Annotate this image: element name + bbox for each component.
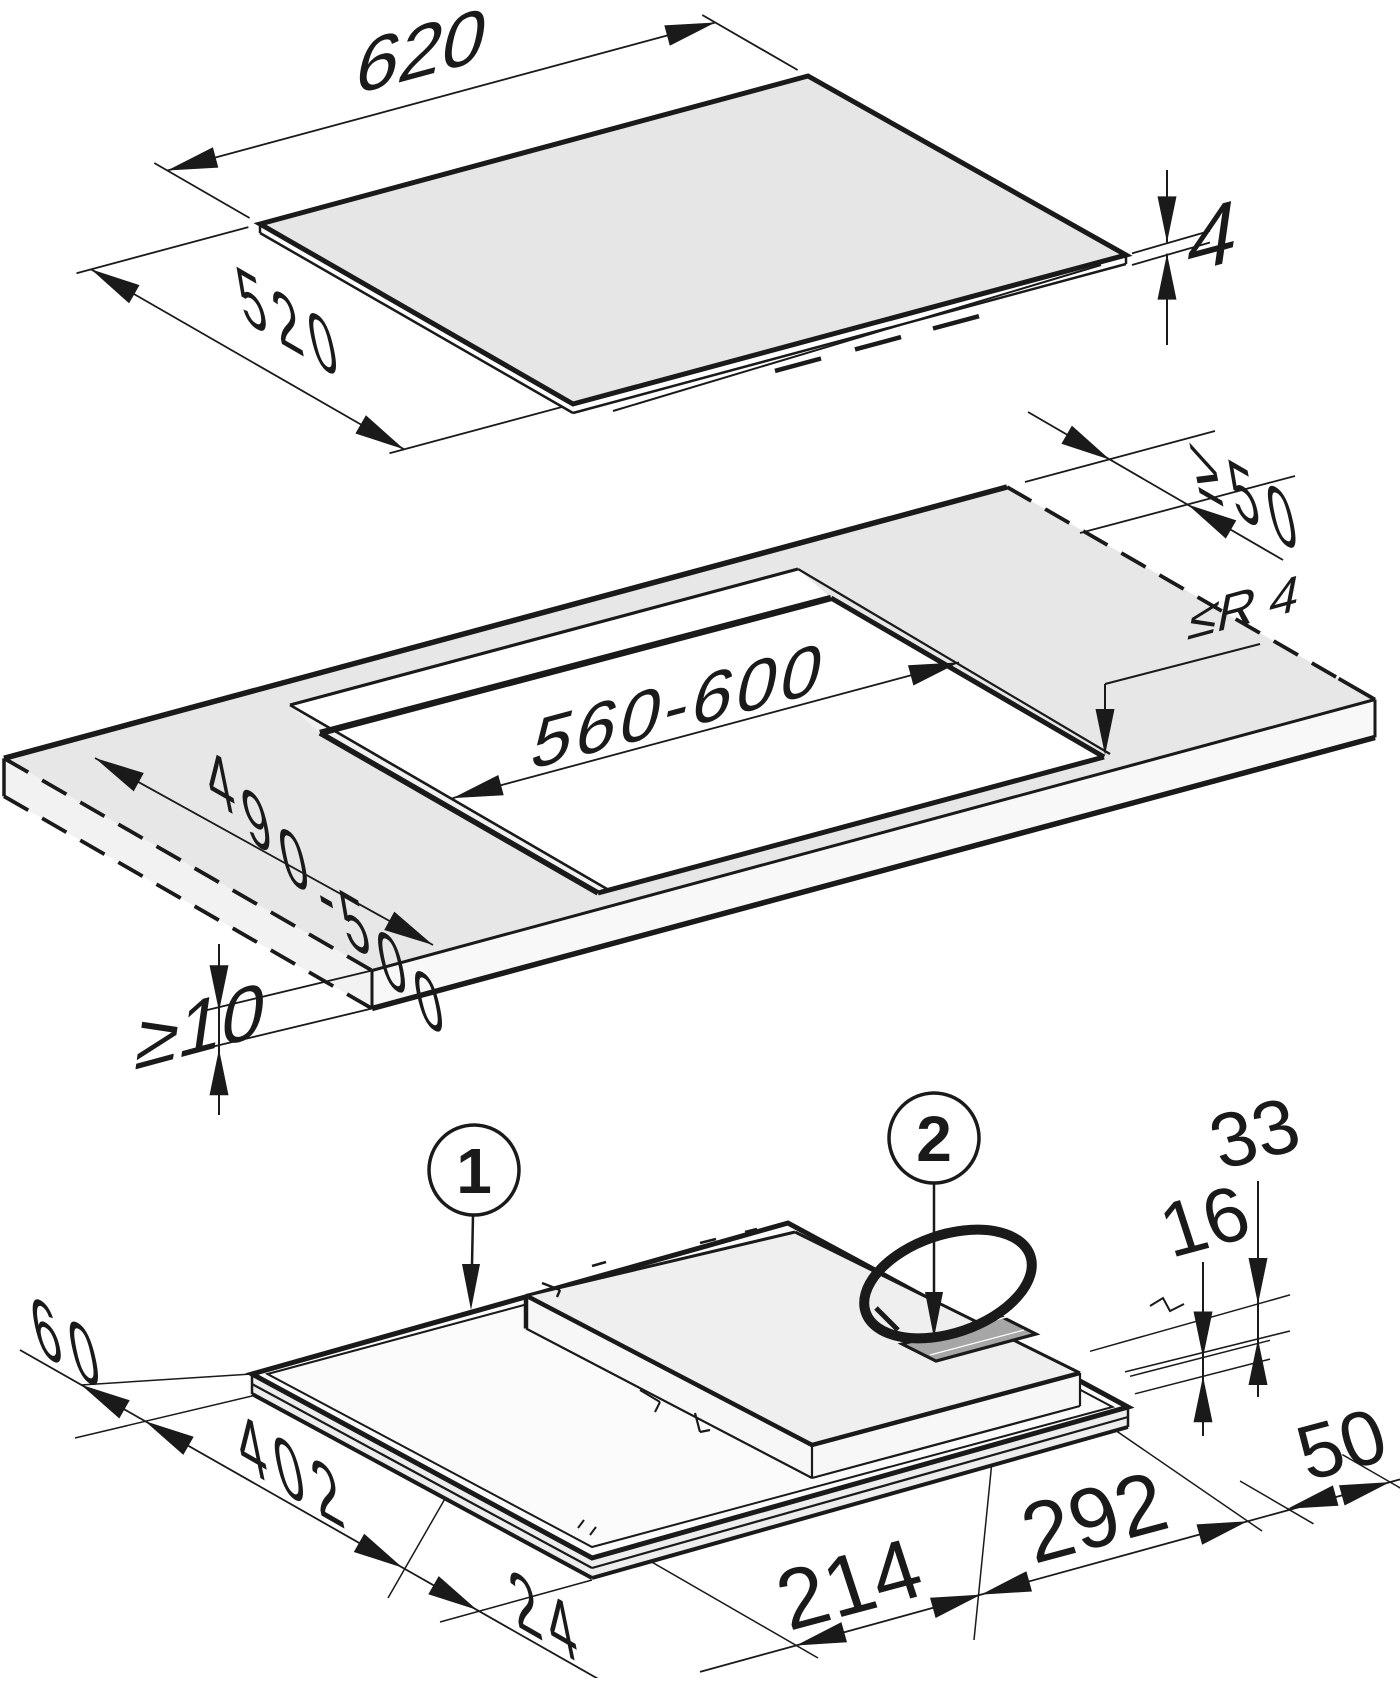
svg-text:2: 2 bbox=[265, 270, 310, 377]
svg-text:5: 5 bbox=[229, 248, 274, 355]
svg-text:4: 4 bbox=[537, 1569, 585, 1678]
svg-text:0: 0 bbox=[300, 291, 345, 398]
svg-text:2: 2 bbox=[916, 1103, 952, 1175]
svg-text:0: 0 bbox=[265, 1412, 313, 1525]
svg-text:292: 292 bbox=[1010, 1454, 1178, 1582]
svg-text:0: 0 bbox=[1259, 463, 1305, 572]
svg-text:33: 33 bbox=[1199, 1080, 1310, 1186]
svg-text:≥10: ≥10 bbox=[131, 964, 272, 1087]
svg-text:1: 1 bbox=[456, 1135, 492, 1207]
svg-text:4: 4 bbox=[227, 1389, 275, 1502]
svg-text:214: 214 bbox=[765, 1521, 933, 1649]
svg-text:16: 16 bbox=[1149, 1168, 1260, 1274]
svg-text:4: 4 bbox=[1181, 180, 1245, 294]
svg-text:2: 2 bbox=[501, 1547, 549, 1660]
svg-text:50: 50 bbox=[1286, 1391, 1397, 1497]
svg-text:2: 2 bbox=[303, 1435, 351, 1548]
svg-text:620: 620 bbox=[349, 0, 495, 112]
svg-text:≥: ≥ bbox=[1183, 417, 1229, 526]
svg-text:6: 6 bbox=[22, 1273, 70, 1386]
svg-text:0: 0 bbox=[60, 1296, 108, 1409]
